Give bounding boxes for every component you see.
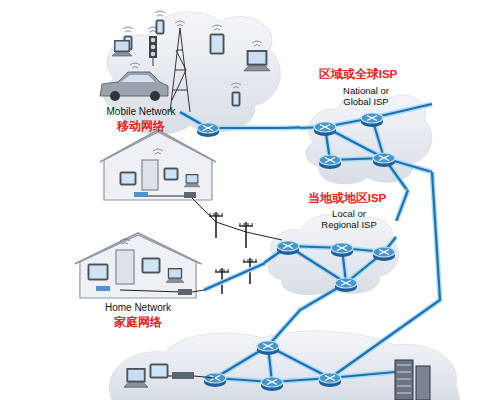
wireless-waves bbox=[252, 41, 262, 46]
traffic-light bbox=[149, 36, 157, 66]
network-cloud: 区域或全球ISPNational or Global ISP bbox=[300, 84, 435, 190]
server-rack bbox=[395, 360, 430, 400]
router-icon bbox=[373, 247, 395, 261]
phone-icon bbox=[156, 20, 164, 34]
wireless-waves bbox=[212, 25, 222, 30]
wireless-waves bbox=[153, 149, 163, 154]
utility-pole bbox=[209, 212, 223, 238]
node-label: Home Network bbox=[82, 302, 194, 314]
node-sublabel: National or Global ISP bbox=[330, 86, 402, 108]
tablet-icon bbox=[210, 34, 224, 54]
wireless-waves bbox=[130, 63, 140, 68]
monitor-icon bbox=[120, 172, 136, 185]
router-icon bbox=[361, 113, 383, 127]
router-icon bbox=[314, 122, 336, 136]
wireless-waves bbox=[120, 239, 130, 244]
router-icon bbox=[197, 123, 219, 137]
house-outline bbox=[100, 130, 216, 200]
link-glow bbox=[268, 283, 346, 346]
router-icon bbox=[319, 155, 341, 169]
monitor-icon bbox=[150, 364, 168, 378]
network-link bbox=[204, 263, 265, 290]
node-sublabel: Local or Regional ISP bbox=[314, 209, 384, 231]
laptop-icon bbox=[184, 174, 200, 187]
node-sublabel: 家庭网络 bbox=[82, 316, 194, 329]
link-glow bbox=[330, 172, 440, 378]
enterprise-cloud bbox=[109, 331, 460, 400]
router-icon bbox=[335, 278, 357, 292]
laptop-icon bbox=[124, 368, 148, 387]
node-label: 区域或全球ISP bbox=[308, 68, 408, 81]
node-sublabel: 移动网络 bbox=[101, 120, 181, 133]
link-glow bbox=[396, 190, 408, 221]
tv-icon bbox=[142, 258, 160, 273]
network-link bbox=[396, 190, 408, 221]
modem-icon bbox=[178, 289, 192, 295]
link-line bbox=[268, 283, 346, 346]
router-icon bbox=[257, 341, 279, 355]
laptop-icon bbox=[244, 50, 270, 71]
modem-icon bbox=[96, 286, 110, 291]
tv-icon bbox=[164, 168, 178, 180]
laptop-icon bbox=[166, 268, 184, 282]
node-label: 当地或地区ISP bbox=[302, 192, 392, 205]
home-network: Home Network 家庭网络 bbox=[72, 232, 204, 332]
utility-pole bbox=[239, 222, 253, 248]
network-link bbox=[285, 126, 300, 129]
modem-icon bbox=[184, 192, 196, 198]
router-icon bbox=[204, 373, 226, 387]
wireless-waves bbox=[175, 21, 185, 26]
link-glow bbox=[285, 125, 300, 131]
cell-tower bbox=[170, 28, 190, 112]
car-icon bbox=[100, 72, 168, 101]
node-label: Mobile Network bbox=[101, 106, 181, 118]
wireless-waves bbox=[123, 27, 133, 32]
router-icon bbox=[277, 241, 299, 255]
link-line bbox=[330, 172, 440, 378]
router-icon bbox=[373, 153, 395, 167]
phone-icon bbox=[232, 92, 240, 106]
modem-icon bbox=[134, 192, 148, 197]
wireless-waves bbox=[155, 11, 165, 16]
wireless-waves bbox=[231, 83, 241, 88]
router-icon bbox=[319, 373, 341, 387]
router-icon bbox=[261, 377, 283, 391]
link-glow bbox=[204, 263, 265, 290]
network-cloud: Mobile Network 移动网络 bbox=[95, 2, 285, 142]
switch-icon bbox=[172, 372, 194, 379]
fridge-icon bbox=[142, 160, 158, 190]
router-icon bbox=[331, 243, 353, 257]
fridge-icon bbox=[116, 250, 134, 284]
monitor-icon bbox=[88, 264, 108, 280]
laptop-icon bbox=[112, 40, 132, 56]
